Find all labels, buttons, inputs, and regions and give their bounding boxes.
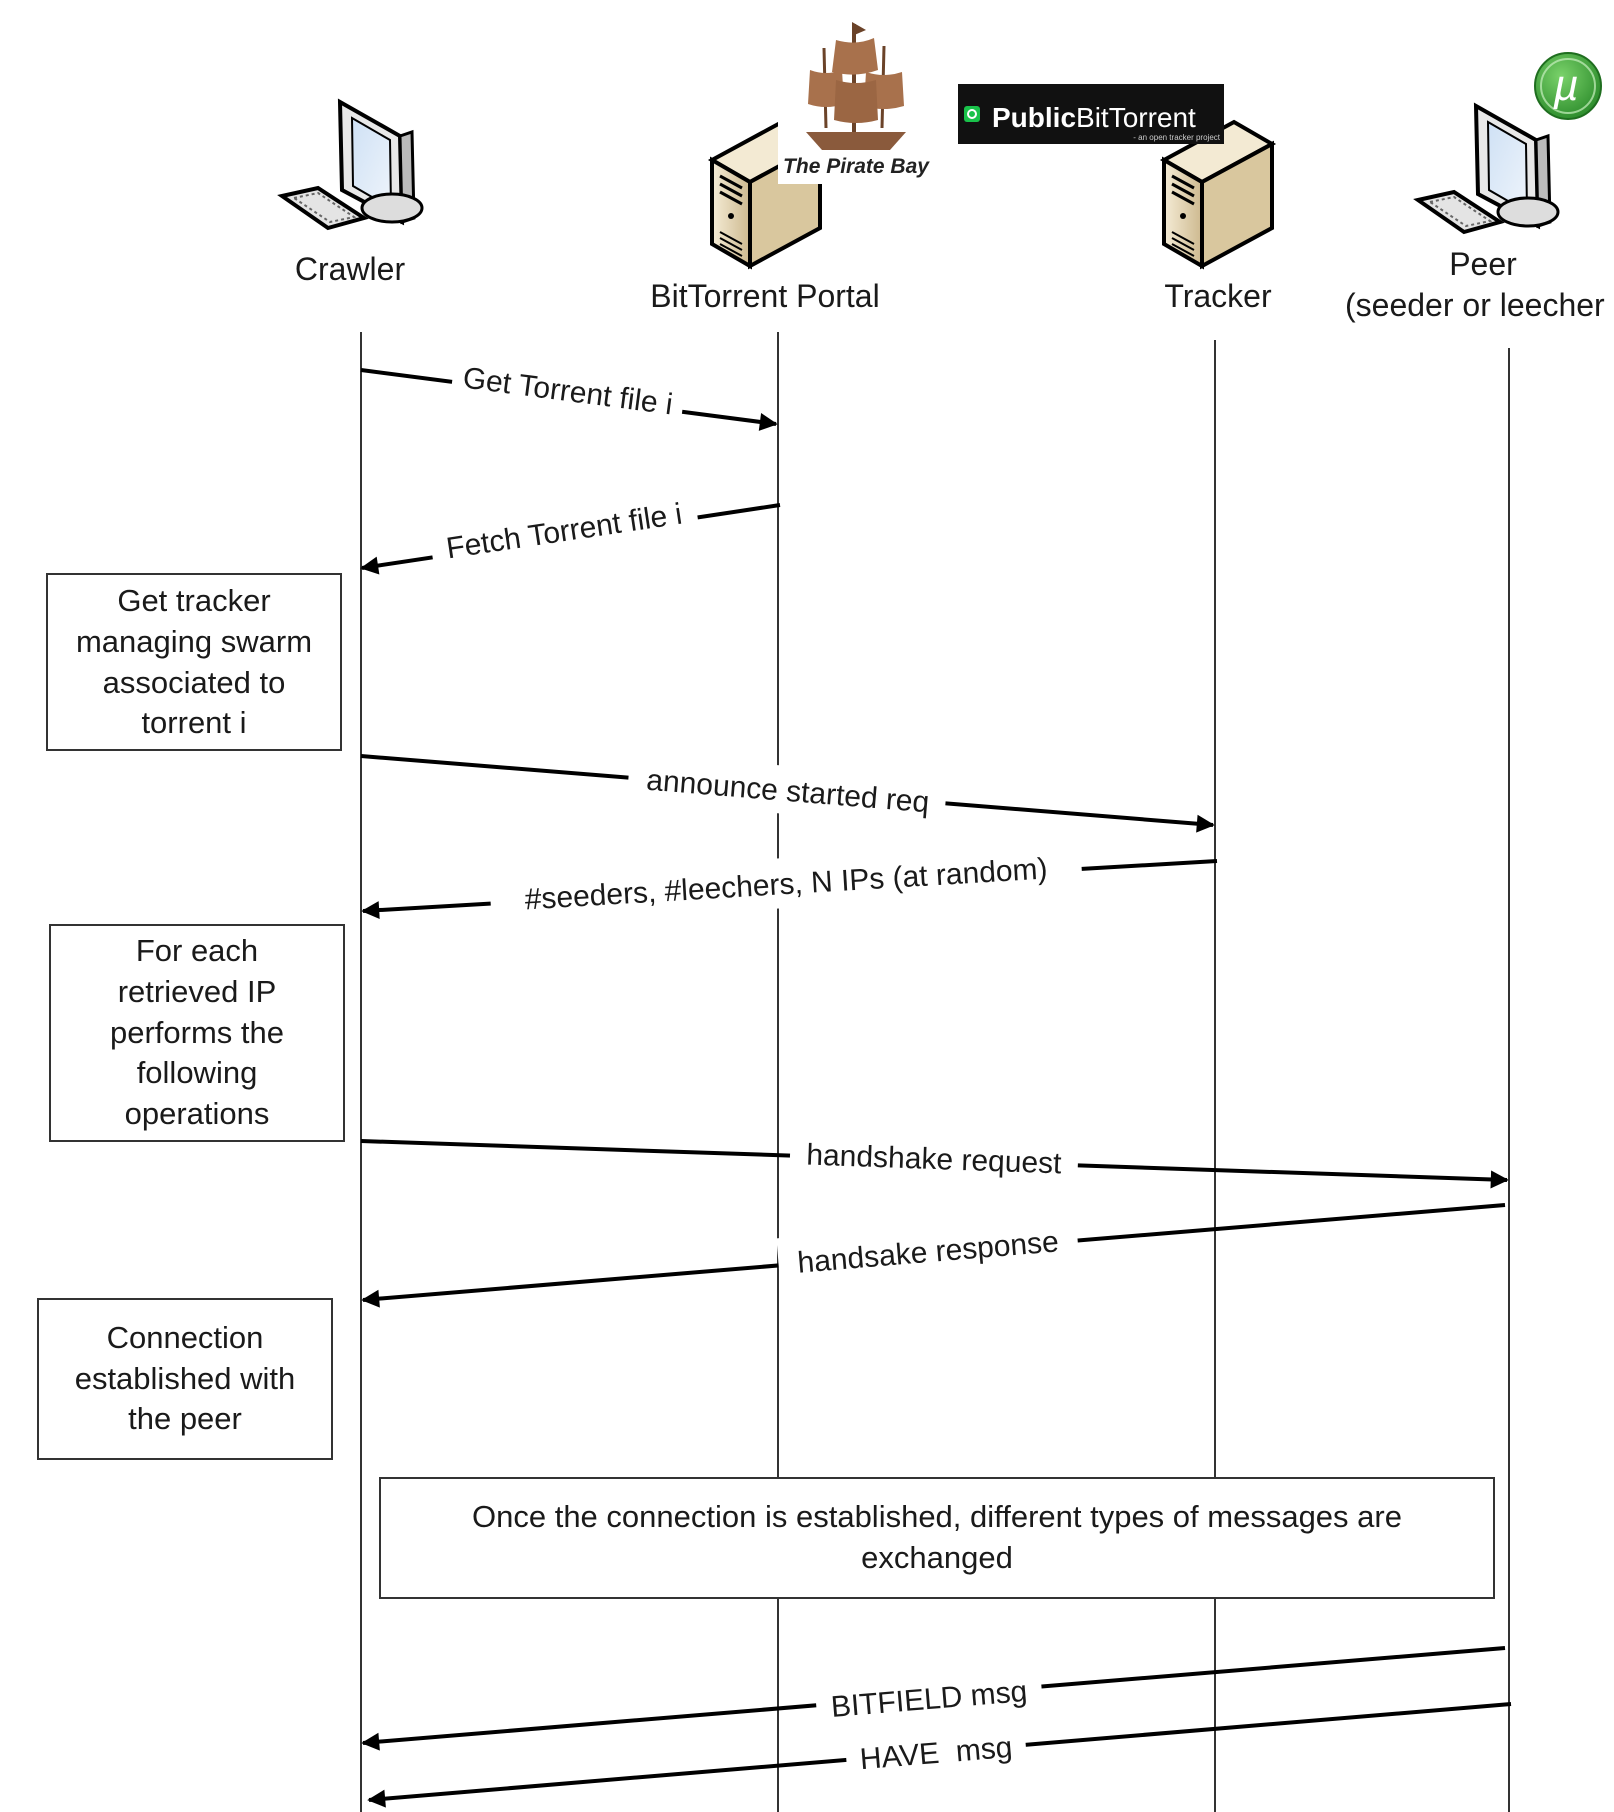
pirate-bay-logo-text: The Pirate Bay — [783, 155, 930, 178]
note-connection-established-line: established with — [75, 1361, 296, 1396]
participant-label-tracker: Tracker — [1164, 278, 1272, 314]
participant-label-crawler: Crawler — [295, 251, 406, 287]
peer-computer-icon — [1413, 102, 1560, 235]
note-connection-established: Connection established with the peer — [37, 1298, 333, 1460]
note-for-each-ip: For each retrieved IP performs the follo… — [49, 924, 345, 1142]
crawler-computer-icon — [277, 98, 424, 231]
message-handshake-response: handsake response — [361, 1203, 1506, 1308]
message-tracker-response: #seeders, #leechers, N IPs (at random) — [361, 840, 1218, 926]
public-bittorrent-logo-normal: BitTorrent — [1076, 102, 1196, 133]
note-for-each-ip-line: For each — [136, 933, 258, 968]
note-get-tracker-line: torrent i — [141, 705, 246, 740]
note-get-tracker: Get tracker managing swarm associated to… — [46, 573, 342, 751]
note-for-each-ip-line: following — [137, 1055, 258, 1090]
note-get-tracker-line: Get tracker — [117, 583, 270, 618]
svg-text:PublicBitTorrent: PublicBitTorrent — [992, 102, 1196, 133]
note-for-each-ip-line: retrieved IP — [118, 974, 277, 1009]
participant-label-portal: BitTorrent Portal — [650, 278, 879, 314]
message-announce: announce started req — [360, 753, 1215, 833]
note-messages-exchanged-line: Once the connection is established, diff… — [472, 1499, 1402, 1534]
note-connection-established-line: Connection — [107, 1320, 264, 1355]
message-get-torrent: Get Torrent file i — [360, 349, 778, 431]
tracker-server-icon — [1159, 119, 1277, 270]
note-for-each-ip-line: operations — [125, 1096, 270, 1131]
note-get-tracker-line: associated to — [103, 665, 286, 700]
message-have: HAVE msg — [367, 1702, 1512, 1808]
note-messages-exchanged: Once the connection is established, diff… — [379, 1477, 1495, 1599]
message-fetch-torrent: Fetch Torrent file i — [360, 484, 781, 575]
note-get-tracker-line: managing swarm — [76, 624, 312, 659]
note-messages-exchanged-line: exchanged — [861, 1540, 1013, 1575]
note-for-each-ip-line: performs the — [110, 1015, 284, 1050]
utorrent-logo-glyph: µ — [1552, 61, 1578, 110]
participant-label-peer-role: (seeder or leecher — [1345, 287, 1605, 323]
public-bittorrent-logo: PublicBitTorrent - an open tracker proje… — [958, 84, 1224, 144]
public-bittorrent-logo-bold: Public — [992, 102, 1076, 133]
utorrent-logo: µ — [1534, 52, 1602, 120]
message-bitfield: BITFIELD msg — [361, 1646, 1506, 1751]
public-bittorrent-logo-tagline: - an open tracker project — [1133, 133, 1220, 142]
message-handshake-request: handshake request — [360, 1128, 1509, 1189]
note-connection-established-line: the peer — [128, 1401, 242, 1436]
pirate-bay-logo: The Pirate Bay — [778, 22, 934, 184]
participant-label-peer: Peer — [1449, 246, 1517, 282]
